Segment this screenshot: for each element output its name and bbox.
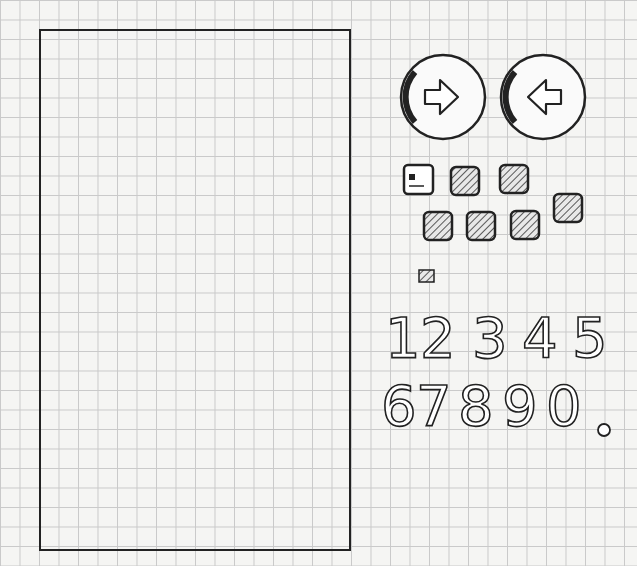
player-tile (404, 165, 433, 194)
screen-frame (40, 30, 350, 550)
digit-glyph: 6 (381, 378, 417, 434)
hatched-tile (424, 165, 582, 240)
digit-glyph: 0 (546, 378, 582, 434)
digit-glyph: 7 (416, 378, 452, 434)
digit-glyph: 3 (472, 310, 508, 366)
digit-glyph: 5 (572, 310, 608, 366)
arrow-button (401, 55, 485, 139)
digit-glyph: 4 (522, 310, 558, 366)
digit-glyph: 8 (458, 378, 494, 434)
arrow-button (501, 55, 585, 139)
small-tile (419, 270, 434, 282)
digit-glyph: 9 (502, 378, 538, 434)
digit-glyph: 2 (420, 310, 456, 366)
dot-glyph (598, 424, 610, 436)
digit-glyph: 1 (385, 310, 421, 366)
